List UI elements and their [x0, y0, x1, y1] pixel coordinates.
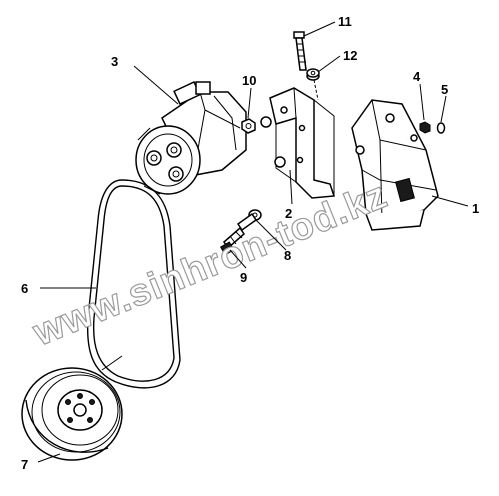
compressor-part [135, 81, 247, 195]
belt-part-6 [86, 179, 181, 389]
callout-9: 9 [240, 270, 247, 285]
pulley-part-7 [21, 367, 123, 461]
callout-12: 12 [343, 48, 357, 63]
callout-11: 11 [338, 14, 352, 29]
watermark: www.sinhron-tod.kz [26, 173, 394, 355]
stud-part-9 [219, 212, 258, 256]
nut-part-4 [419, 121, 431, 134]
watermark-text: www.sinhron-tod.kz [27, 174, 394, 355]
washer-part-5 [436, 122, 446, 134]
leader-lines [37, 21, 469, 463]
callout-10: 10 [242, 73, 256, 88]
callout-3: 3 [111, 54, 118, 69]
bracket-part-2 [260, 87, 336, 199]
callout-5: 5 [441, 82, 448, 97]
callout-8: 8 [284, 248, 291, 263]
callout-6: 6 [21, 281, 28, 296]
washer-part-12 [306, 68, 320, 81]
bolt-part-11 [293, 31, 307, 71]
bracket-part-1 [351, 99, 439, 231]
callout-labels: 1 2 3 4 5 6 7 8 9 10 11 12 [21, 14, 479, 472]
callout-4: 4 [413, 69, 421, 84]
callout-1: 1 [472, 201, 479, 216]
callout-2: 2 [285, 206, 292, 221]
callout-7: 7 [21, 457, 28, 472]
nut-part-10 [241, 118, 256, 134]
